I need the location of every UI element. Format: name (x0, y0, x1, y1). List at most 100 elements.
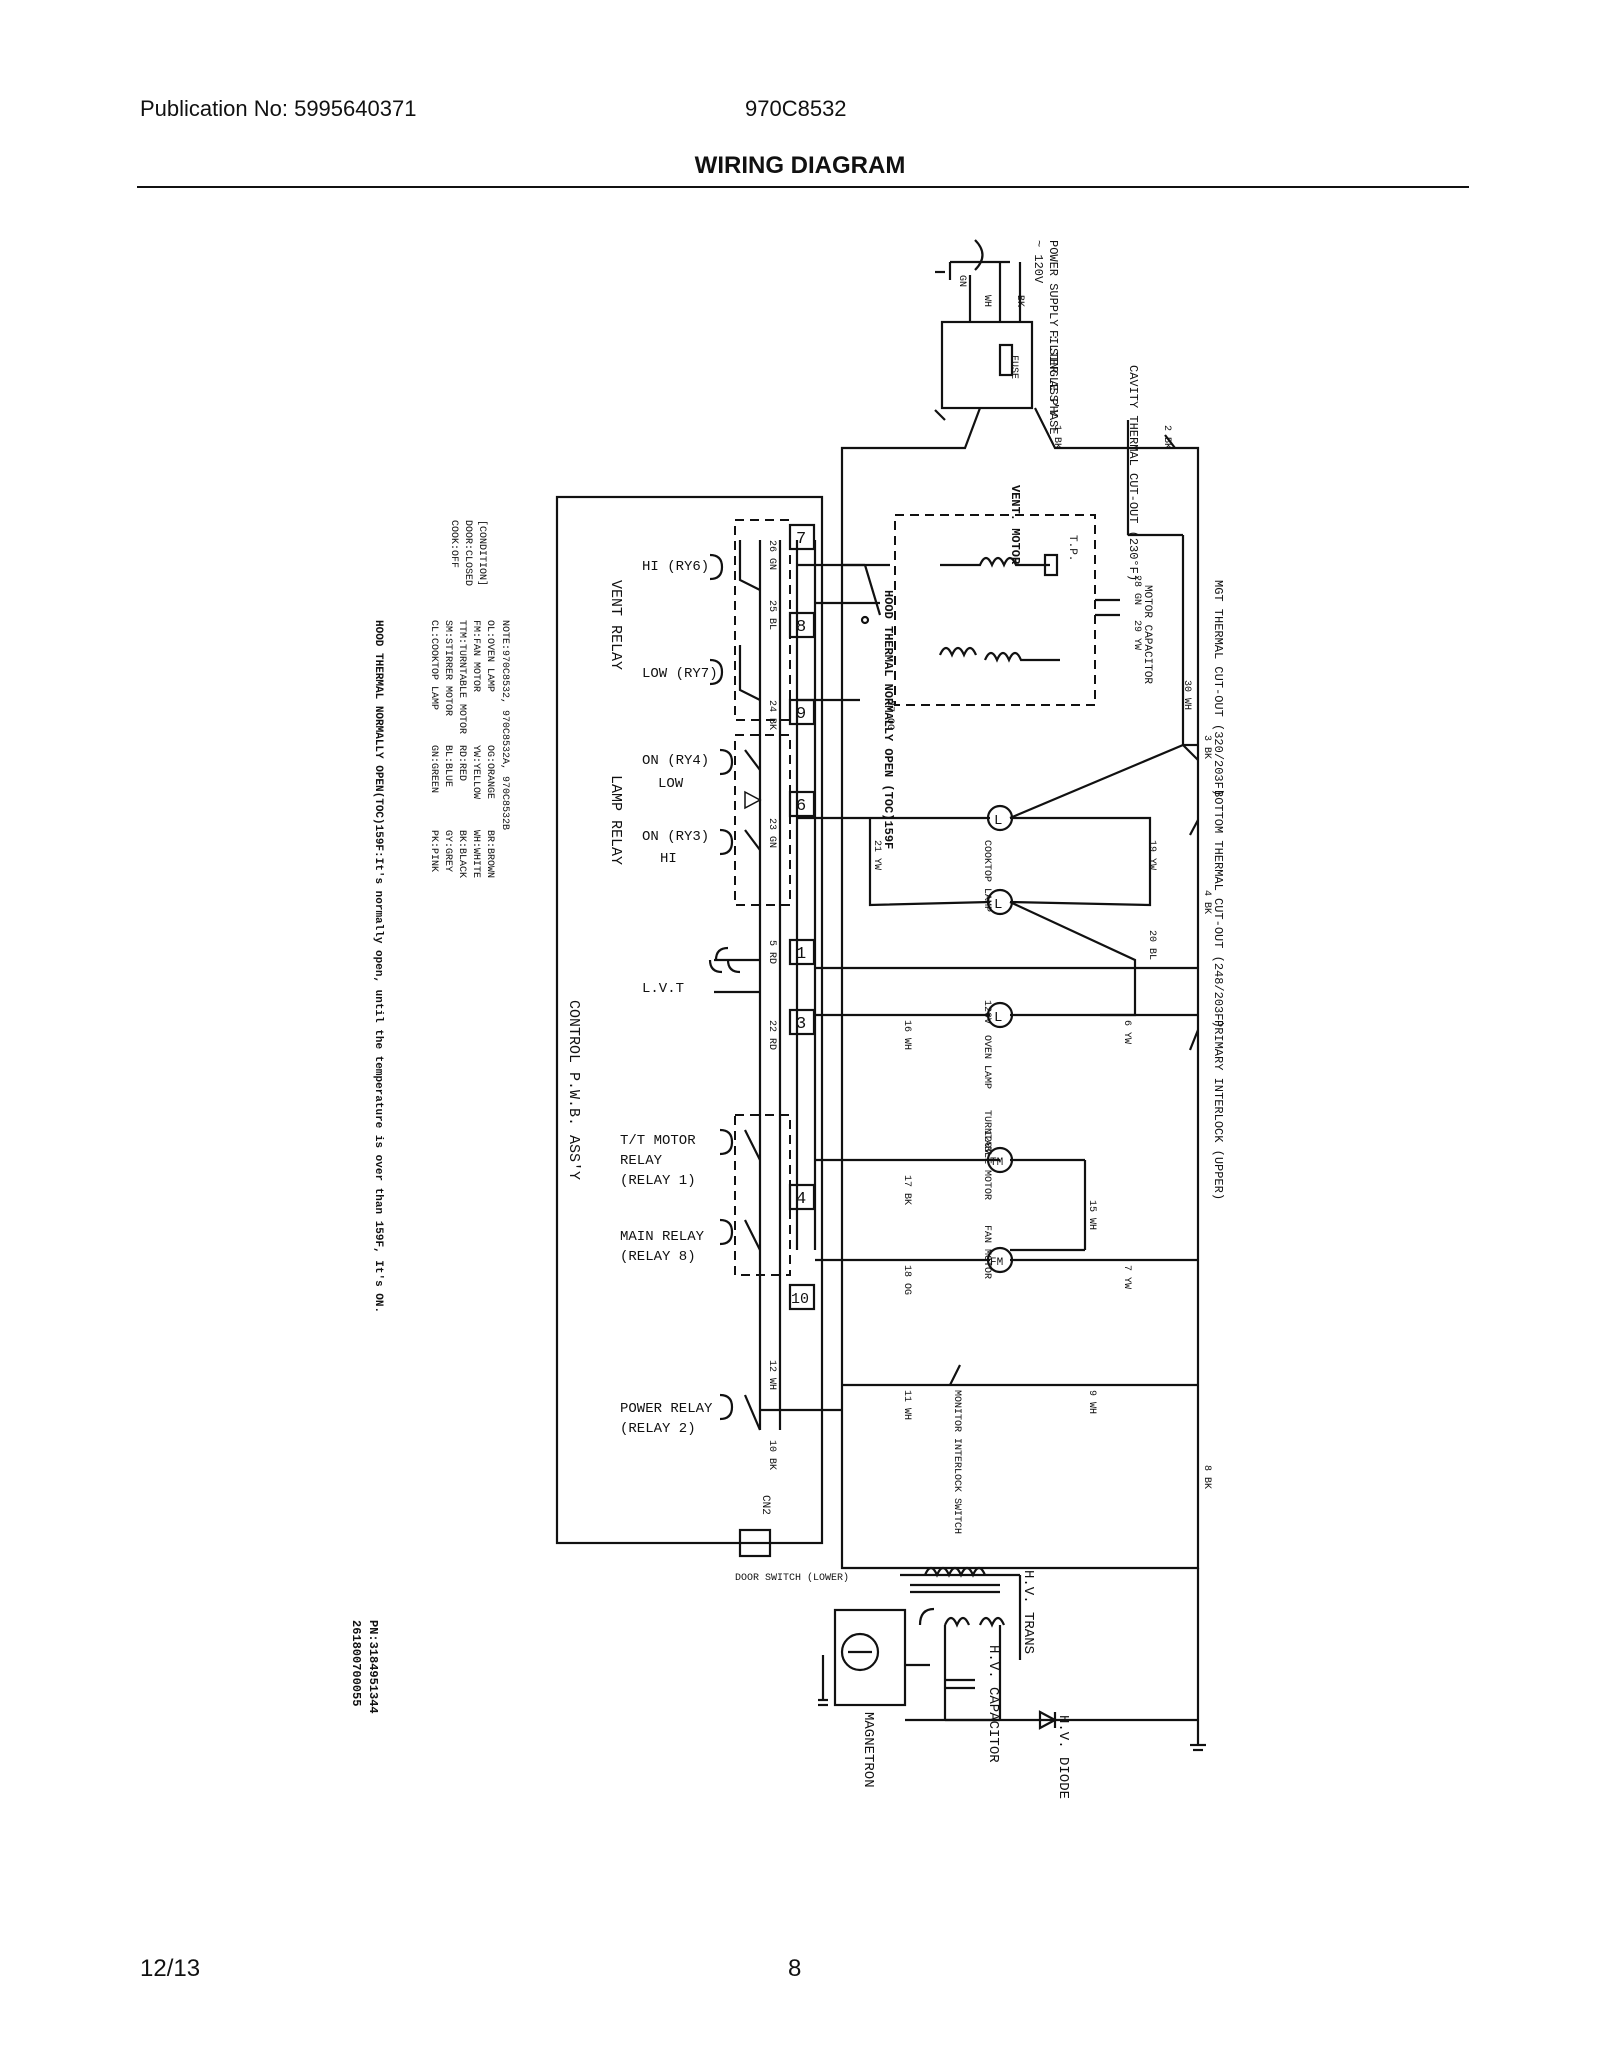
tt-motor-label: T/T MOTOR (620, 1133, 696, 1149)
cavity-thermal-label: CAVITY THERMAL CUT-OUT (230°F) (1126, 365, 1140, 581)
hood-note: HOOD THERMAL NORMALLY OPEN(TOC)159F:It's… (372, 620, 384, 1313)
condition-door: DOOR:CLOSED (462, 520, 473, 586)
cooktop-lamp-icon (986, 804, 1014, 832)
connector-8: 8 (796, 618, 806, 637)
monitor-interlock-label: MONITOR INTERLOCK SWITCH (951, 1390, 962, 1534)
cn2-label: CN2 (759, 1495, 771, 1515)
svg-text:TTM:TURNTABLE MOTOR: TTM:TURNTABLE MOTOR (456, 620, 467, 734)
model-number: 970C8532 (745, 96, 847, 121)
svg-text:8 BK: 8 BK (1201, 1465, 1212, 1489)
fan-motor-label: FAN MOTOR (981, 1225, 992, 1279)
bottom-thermal-label: BOTTOM THERMAL CUT-OUT (248/203F) (1211, 790, 1225, 1028)
power-relay-label: POWER RELAY (620, 1401, 713, 1417)
condition-cook: COOK:OFF (448, 520, 459, 568)
svg-text:23 GN: 23 GN (766, 818, 777, 848)
oven-lamp-label: OVEN LAMP (981, 1035, 992, 1089)
svg-text:28 GN: 28 GN (1131, 575, 1142, 605)
vent-motor-box (894, 514, 1096, 706)
hv-diode-label: H.V. DIODE (1055, 1715, 1071, 1799)
svg-text:6 YW: 6 YW (1121, 1020, 1132, 1044)
lvt-label: L.V.T (642, 981, 684, 997)
on-ry3-label: ON (RY3) (642, 829, 709, 845)
hood-thermal-label: HOOD THERMAL NORMALLY OPEN (TOC)159F (881, 590, 895, 849)
svg-text:19 YW: 19 YW (1146, 840, 1157, 870)
svg-text:7 YW: 7 YW (1121, 1265, 1132, 1289)
svg-text:FM:FAN MOTOR: FM:FAN MOTOR (470, 620, 481, 692)
svg-text:L: L (994, 1010, 1002, 1026)
svg-text:OG:ORANGE: OG:ORANGE (484, 745, 495, 799)
main-relay-label: MAIN RELAY (620, 1229, 705, 1245)
tt-relay-label: RELAY (620, 1153, 663, 1169)
hi-ry6-label: HI (RY6) (642, 559, 709, 575)
primary-interlock-label: PRIMARY INTERLOCK (UPPER) (1211, 1020, 1225, 1200)
svg-text:4 BK: 4 BK (1201, 890, 1212, 914)
wire-labels: 1 BK 2 BK 3 BK 4 BK 5 RD 6 YW 7 YW 8 BK … (766, 275, 1212, 1489)
component-labels: POWER SUPPLY : SINGLE PHASE ~ 120V FILTE… (565, 240, 1225, 1799)
fan-motor-icon (986, 1246, 1014, 1274)
publication-number: Publication No: 5995640371 (140, 96, 417, 121)
footer-page-number: 8 (788, 1955, 802, 1982)
part-number: PN:3184951344 (366, 1620, 380, 1714)
svg-text:18 OG: 18 OG (901, 1265, 912, 1295)
svg-text:L: L (994, 897, 1002, 913)
svg-text:BK:BLACK: BK:BLACK (456, 830, 467, 878)
svg-text:OL:OVEN LAMP: OL:OVEN LAMP (484, 620, 495, 692)
svg-text:16 WH: 16 WH (901, 1020, 912, 1050)
svg-text:3 BK: 3 BK (1201, 735, 1212, 759)
vent-relay-label: VENT RELAY (607, 580, 624, 670)
turntable-motor-label: TURNTABLE MOTOR (981, 1110, 992, 1200)
note-title: NOTE:970C8532, 970C8532A, 970C8532B (499, 620, 510, 830)
svg-text:22 RD: 22 RD (766, 1020, 777, 1050)
svg-text:BR:BROWN: BR:BROWN (484, 830, 495, 878)
svg-text:PK:PINK: PK:PINK (428, 830, 439, 872)
svg-text:120V: 120V (981, 1000, 992, 1024)
motor-capacitor-label: MOTOR CAPACITOR (1141, 585, 1153, 684)
low-ry7-label: LOW (RY7) (642, 666, 718, 682)
lamp-relay-label: LAMP RELAY (607, 775, 624, 865)
filter-assy (940, 320, 1034, 410)
condition-label: [CONDITION] (476, 520, 488, 586)
svg-text:10 BK: 10 BK (766, 1440, 777, 1470)
connector-3: 3 (796, 1015, 806, 1034)
connector-9: 9 (796, 705, 806, 724)
svg-text:SM:STIRRER MOTOR: SM:STIRRER MOTOR (442, 620, 453, 716)
fuse (998, 343, 1014, 377)
relay-8-label: (RELAY 8) (620, 1249, 696, 1265)
mgt-thermal-label: MGT THERMAL CUT-OUT (320/203F) (1211, 580, 1225, 796)
part-number-2: 261800700055 (349, 1620, 363, 1706)
vent-motor-label: VENT. MOTOR (1008, 485, 1022, 565)
svg-text:21 YW: 21 YW (871, 840, 882, 870)
cooktop-lamp-icon-2 (986, 888, 1014, 916)
svg-text:24 BK: 24 BK (766, 700, 777, 730)
header-rule (137, 186, 1469, 188)
svg-text:29 YW: 29 YW (1131, 620, 1142, 650)
svg-text:L: L (994, 813, 1002, 829)
svg-text:GN:GREEN: GN:GREEN (428, 745, 439, 793)
hv-transformer (910, 1566, 1006, 1628)
low-label: LOW (658, 776, 684, 792)
svg-text:BK: BK (1014, 295, 1025, 307)
ground-symbols (818, 1698, 1206, 1752)
footer-date: 12/13 (140, 1955, 201, 1982)
cooktop-lamp-label: COOKTOP LAMP (981, 840, 992, 912)
svg-text:RD:RED: RD:RED (456, 745, 467, 781)
svg-text:17 BK: 17 BK (901, 1175, 912, 1205)
filter-assy-label: FILTER ASS'Y (1046, 330, 1060, 416)
power-plug-icon (974, 239, 984, 271)
svg-text:1 BK: 1 BK (1051, 425, 1062, 449)
fuse-label: FUSE (1008, 355, 1019, 379)
connectors: 7 8 9 6 1 3 4 10 (788, 523, 816, 1311)
svg-text:GN: GN (956, 275, 967, 287)
connector-7: 7 (796, 530, 806, 549)
relay-symbols (708, 519, 791, 1431)
control-pwb-label: CONTROL P.W.B. ASS'Y (565, 1000, 582, 1180)
connector-1: 1 (796, 945, 806, 964)
hv-diode (1038, 1710, 1058, 1730)
magnetron-label: MAGNETRON (860, 1712, 876, 1788)
svg-text:30 WH: 30 WH (1181, 680, 1192, 710)
svg-text:25 BL: 25 BL (766, 600, 777, 630)
svg-text:GY:GREY: GY:GREY (442, 830, 453, 872)
connector-4: 4 (796, 1190, 806, 1209)
svg-text:12 WH: 12 WH (766, 1360, 777, 1390)
